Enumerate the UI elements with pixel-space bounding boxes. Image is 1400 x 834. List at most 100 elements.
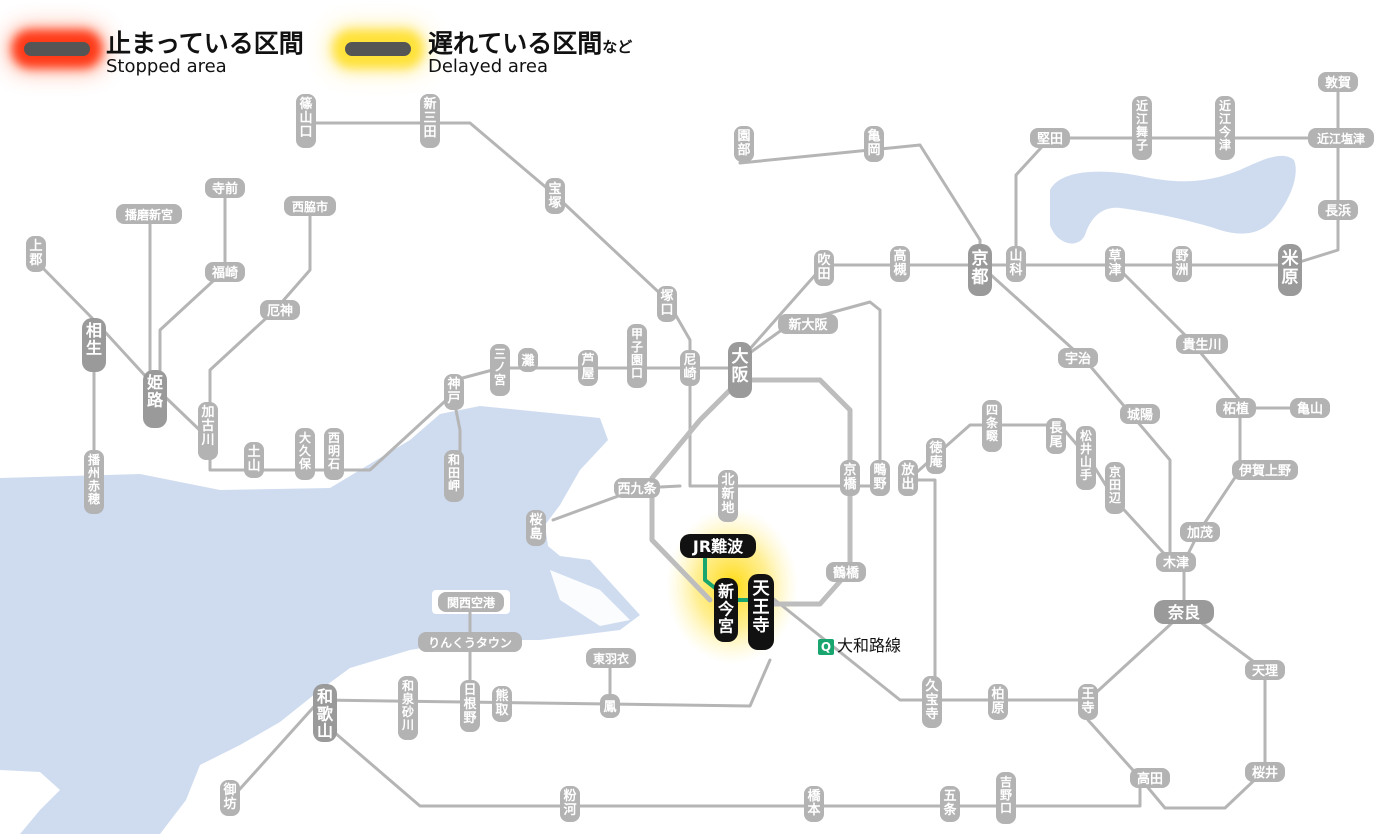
station-sasayamaguchi[interactable]: 篠山口 <box>296 94 316 148</box>
station-kamigori[interactable]: 上郡 <box>26 236 46 272</box>
station-tennoji[interactable]: 天王寺 <box>748 574 774 650</box>
station-nishiakashi[interactable]: 西明石 <box>324 428 344 480</box>
station-omiimazu[interactable]: 近江今津 <box>1215 96 1235 160</box>
station-uji[interactable]: 宇治 <box>1058 348 1098 368</box>
station-ashiya[interactable]: 芦屋 <box>578 350 598 386</box>
svg-text:粉河: 粉河 <box>563 788 576 818</box>
svg-text:城陽: 城陽 <box>1127 407 1153 423</box>
station-hanaten[interactable]: 放出 <box>898 460 918 496</box>
station-tsuruhashi[interactable]: 鶴橋 <box>826 562 866 582</box>
station-kokawa[interactable]: 粉河 <box>560 786 580 822</box>
station-kizu[interactable]: 木津 <box>1156 552 1196 572</box>
station-kansaiairport[interactable]: 関西空港 <box>438 592 504 612</box>
station-kakogawa[interactable]: 加古川 <box>198 402 218 460</box>
station-nishiwakishi[interactable]: 西脇市 <box>284 196 336 216</box>
lake-biwa <box>1050 155 1296 244</box>
station-yasu[interactable]: 野洲 <box>1172 246 1192 282</box>
station-jrnamba[interactable]: JR難波 <box>680 534 756 558</box>
station-amagasaki[interactable]: 尼崎 <box>680 350 700 386</box>
station-kitashinchi[interactable]: 北新地 <box>718 470 738 522</box>
svg-text:高槻: 高槻 <box>893 248 906 278</box>
stopped-area-swatch <box>24 42 90 56</box>
station-higashihagoromo[interactable]: 東羽衣 <box>586 648 636 668</box>
station-sakurai[interactable]: 桜井 <box>1245 762 1285 782</box>
station-maibara[interactable]: 米原 <box>1278 244 1302 296</box>
station-nara[interactable]: 奈良 <box>1154 600 1214 624</box>
station-okubo[interactable]: 大久保 <box>295 428 315 480</box>
station-koshienguchi[interactable]: 甲子園口 <box>627 324 647 388</box>
station-sakurajima[interactable]: 桜島 <box>526 510 546 546</box>
station-shigino[interactable]: 鴫野 <box>870 460 890 496</box>
station-nagahama[interactable]: 長浜 <box>1318 200 1358 220</box>
svg-text:上郡: 上郡 <box>28 239 42 268</box>
station-kyotanabe[interactable]: 京田辺 <box>1105 462 1125 514</box>
station-wakayama[interactable]: 和歌山 <box>313 684 337 742</box>
station-omimaiko[interactable]: 近江舞子 <box>1132 96 1152 160</box>
station-wadamisaki[interactable]: 和田岬 <box>444 450 464 502</box>
station-kyuhoji[interactable]: 久宝寺 <box>922 676 942 728</box>
station-nishikujo[interactable]: 西九条 <box>614 478 660 498</box>
svg-text:新三田: 新三田 <box>423 96 436 140</box>
svg-text:日根野: 日根野 <box>463 683 477 726</box>
svg-text:柘植: 柘植 <box>1222 401 1249 417</box>
station-otori[interactable]: 鳳 <box>600 694 620 718</box>
station-nada[interactable]: 灘 <box>518 348 538 372</box>
station-teramae[interactable]: 寺前 <box>205 178 245 198</box>
station-takada[interactable]: 高田 <box>1130 768 1170 788</box>
station-tsuge[interactable]: 柘植 <box>1216 398 1256 418</box>
station-sonobe[interactable]: 園部 <box>734 126 754 162</box>
station-katata[interactable]: 堅田 <box>1030 128 1070 148</box>
station-kashiwara[interactable]: 柏原 <box>988 684 1008 720</box>
station-oji[interactable]: 王寺 <box>1078 684 1098 720</box>
svg-text:西脇市: 西脇市 <box>292 199 328 214</box>
station-omishiotsu[interactable]: 近江塩津 <box>1308 128 1374 148</box>
station-osaka[interactable]: 大阪 <box>728 342 752 398</box>
station-takarazuka[interactable]: 宝塚 <box>545 178 565 214</box>
station-kyoto[interactable]: 京都 <box>968 244 992 296</box>
station-rinkutown[interactable]: りんくうタウン <box>418 632 522 652</box>
station-kobe[interactable]: 神戸 <box>444 374 464 410</box>
station-himeji[interactable]: 姫路 <box>143 370 167 428</box>
station-harimashingu[interactable]: 播磨新宮 <box>116 204 182 224</box>
station-shijonawate[interactable]: 四条畷 <box>982 400 1002 452</box>
svg-text:姫路: 姫路 <box>147 373 164 409</box>
station-igaueno[interactable]: 伊賀上野 <box>1232 460 1298 480</box>
station-shinsanda[interactable]: 新三田 <box>420 94 440 148</box>
station-kamo[interactable]: 加茂 <box>1180 522 1220 542</box>
station-fukusaki[interactable]: 福崎 <box>205 262 245 282</box>
station-hinenoo[interactable]: 日根野 <box>460 680 480 732</box>
station-kibukawa[interactable]: 貴生川 <box>1176 334 1228 354</box>
station-kameyama[interactable]: 亀山 <box>1290 398 1330 418</box>
svg-text:関西空港: 関西空港 <box>447 595 496 610</box>
station-kumatori[interactable]: 熊取 <box>492 686 512 722</box>
svg-text:加古川: 加古川 <box>200 405 214 448</box>
station-takatsuki[interactable]: 高槻 <box>890 246 910 282</box>
station-matsuiyamate[interactable]: 松井山手 <box>1076 426 1096 490</box>
station-shinimamiya[interactable]: 新今宮 <box>714 578 738 642</box>
station-suita[interactable]: 吹田 <box>814 250 834 286</box>
station-kyobashi[interactable]: 京橋 <box>840 460 860 496</box>
station-sannomiya[interactable]: 三ノ宮 <box>490 344 510 396</box>
station-aioi[interactable]: 相生 <box>82 318 106 372</box>
station-dobo[interactable]: 土山 <box>244 442 264 478</box>
station-banshuako[interactable]: 播州赤穂 <box>84 450 104 514</box>
station-tsuruga[interactable]: 敦賀 <box>1318 72 1358 92</box>
station-kusatsu[interactable]: 草津 <box>1105 246 1125 282</box>
station-hashimoto[interactable]: 橋本 <box>804 786 824 822</box>
station-gobo[interactable]: 御坊 <box>220 780 240 816</box>
station-tokuan[interactable]: 徳庵 <box>926 438 946 474</box>
station-gojo[interactable]: 五条 <box>940 786 960 822</box>
station-yakujin[interactable]: 厄神 <box>260 300 300 320</box>
svg-text:松井山手: 松井山手 <box>1080 428 1092 482</box>
station-kameoka[interactable]: 亀岡 <box>864 126 884 162</box>
station-tsukaguchi[interactable]: 塚口 <box>657 286 677 322</box>
station-izumisunagawa[interactable]: 和泉砂川 <box>398 676 418 740</box>
station-yoshinoguchi[interactable]: 吉野口 <box>996 772 1016 824</box>
station-shinosaka[interactable]: 新大阪 <box>778 314 838 334</box>
svg-text:西明石: 西明石 <box>327 431 340 471</box>
station-joyo[interactable]: 城陽 <box>1120 404 1160 424</box>
station-nagao[interactable]: 長尾 <box>1046 418 1066 454</box>
station-tenri[interactable]: 天理 <box>1245 660 1285 680</box>
station-yamashina[interactable]: 山科 <box>1006 246 1026 282</box>
